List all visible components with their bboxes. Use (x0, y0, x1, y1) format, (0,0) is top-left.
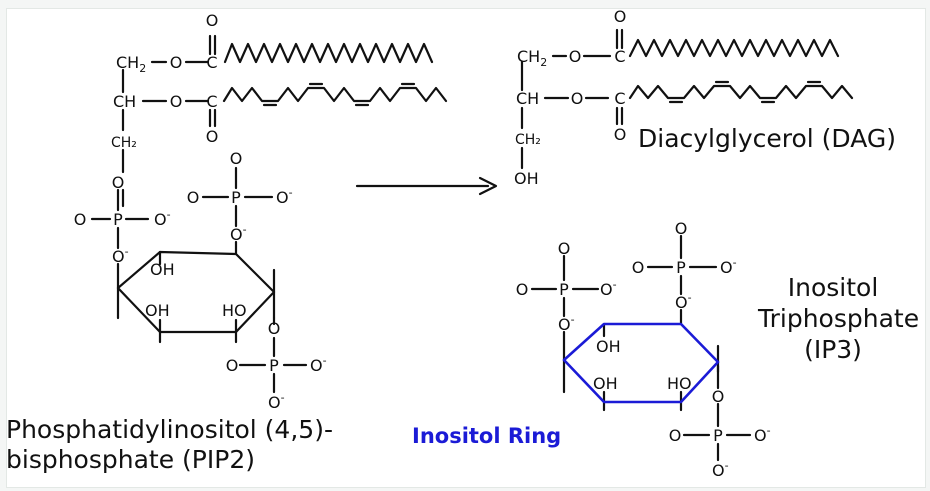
atom-o: O (712, 387, 725, 406)
atom-o: O (571, 89, 584, 108)
ip3-label: Inositol Triphosphate (IP3) (758, 272, 920, 365)
atom-o: O (675, 219, 688, 238)
atom-o: O (614, 125, 627, 144)
atom-o: O (558, 239, 571, 258)
atom-c: C (614, 47, 625, 66)
atom-o: O (206, 127, 219, 146)
ip3-label-line2: Triphosphate (758, 304, 920, 333)
atom-ch2: CH₂ (515, 132, 541, 148)
ip3-inositol-ring (562, 322, 720, 404)
atom-o-minus: O- (720, 256, 737, 277)
atom-ch2: CH₂ (111, 135, 137, 151)
atom-o: O (632, 258, 645, 277)
atom-c: C (614, 89, 625, 108)
atom-ch2: CH2 (517, 47, 547, 69)
pip2-unsaturated-chain (222, 86, 448, 103)
atom-oh: OH (596, 337, 621, 356)
atom-o: O (170, 53, 183, 72)
ip3-label-line1: Inositol (787, 273, 879, 302)
atom-ch: CH (516, 89, 539, 108)
ip3-label-line3: (IP3) (804, 335, 862, 364)
arrow-head (478, 176, 498, 196)
pip2-label: Phosphatidylinositol (4,5)- bisphosphate… (6, 415, 333, 475)
atom-c: C (206, 92, 217, 111)
atom-o-minus: O- (268, 391, 285, 412)
atom-ch: CH (113, 92, 136, 111)
atom-p: P (269, 356, 279, 375)
atom-p: P (676, 258, 686, 277)
atom-o-minus: O- (112, 245, 129, 266)
dag-saturated-chain (628, 38, 840, 58)
atom-o: O (74, 210, 87, 229)
atom-o: O (569, 47, 582, 66)
atom-p: P (713, 426, 723, 445)
atom-o-minus: O- (600, 278, 617, 299)
atom-p: P (113, 210, 123, 229)
diagram-frame (6, 8, 926, 488)
pip2-label-line2: bisphosphate (PIP2) (6, 445, 255, 474)
atom-o-minus: O- (754, 424, 771, 445)
atom-o: O (187, 188, 200, 207)
atom-o: O (230, 149, 243, 168)
atom-o-minus: O- (154, 208, 171, 229)
atom-o: O (206, 11, 219, 30)
atom-p: P (231, 188, 241, 207)
atom-o: O (226, 356, 239, 375)
pip2-label-line1: Phosphatidylinositol (4,5)- (6, 415, 333, 444)
pip2-saturated-chain (223, 42, 434, 64)
atom-oh: OH (150, 260, 175, 279)
dag-label: Diacylglycerol (DAG) (638, 124, 897, 153)
atom-ho: HO (667, 374, 692, 393)
atom-c: C (206, 53, 217, 72)
atom-p: P (559, 280, 569, 299)
atom-o: O (170, 92, 183, 111)
atom-o-minus: O- (310, 354, 327, 375)
atom-o: O (669, 426, 682, 445)
dag-unsaturated-chain (628, 84, 854, 100)
pip2-inositol-ring (116, 250, 276, 334)
atom-o: O (614, 7, 627, 26)
atom-o-minus: O- (558, 313, 575, 334)
atom-oh: OH (514, 169, 539, 188)
atom-o-minus: O- (276, 186, 293, 207)
inositol-ring-label: Inositol Ring (412, 424, 562, 448)
atom-o-minus: O- (230, 223, 247, 244)
atom-oh: OH (145, 301, 170, 320)
atom-o-minus: O- (712, 459, 729, 480)
atom-o-minus: O- (675, 291, 692, 312)
atom-ch2: CH2 (116, 53, 146, 75)
atom-oh: OH (593, 374, 618, 393)
atom-o: O (516, 280, 529, 299)
atom-o: O (268, 319, 281, 338)
atom-o: O (112, 173, 125, 192)
atom-ho: HO (222, 301, 247, 320)
